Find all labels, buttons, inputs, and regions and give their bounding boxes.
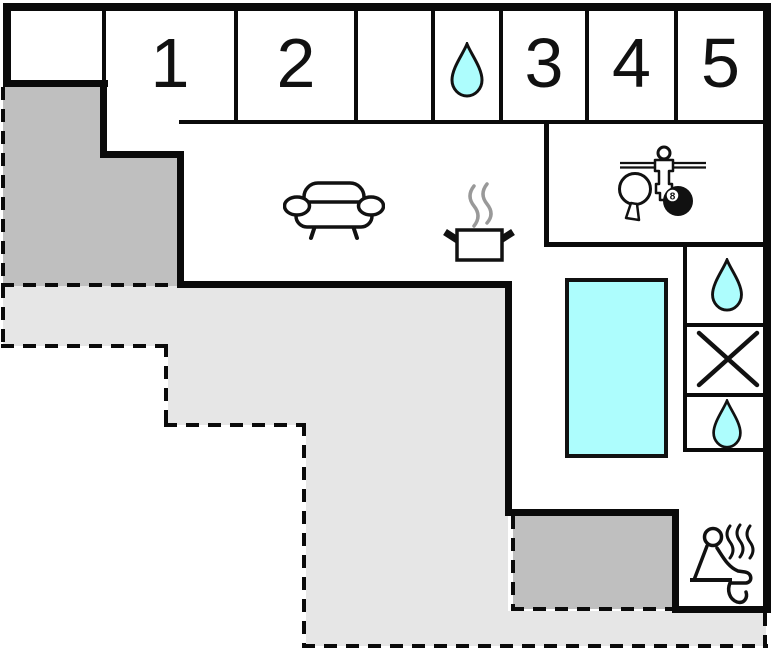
patio-bottom-strip xyxy=(508,611,766,646)
room-divider xyxy=(102,8,106,84)
outer-wall-right xyxy=(763,3,771,613)
table-tennis-paddle-icon xyxy=(618,172,652,222)
bath-column-left-wall xyxy=(683,243,687,452)
dashed-boundary xyxy=(1,344,168,348)
patio-step-1 xyxy=(3,286,168,346)
sauna-bottom-wall xyxy=(672,606,771,613)
terrace-lower-right xyxy=(513,516,675,609)
bedroom-2-label: 2 xyxy=(276,24,316,102)
living-room-bottom-wall xyxy=(177,281,512,288)
swimming-pool xyxy=(565,278,668,458)
room-divider xyxy=(354,8,358,122)
cooking-pot-icon xyxy=(443,182,515,262)
terrace2-top-wall xyxy=(505,509,679,516)
steam-icon xyxy=(481,182,493,225)
living-games-divider xyxy=(544,122,549,246)
games-room-bottom-wall xyxy=(544,242,767,247)
terrace-upper-left-lower xyxy=(104,153,184,286)
dashed-boundary xyxy=(511,516,515,611)
dashed-boundary xyxy=(511,607,677,611)
bath2-bottom-wall xyxy=(685,448,765,452)
terrace-top-wall xyxy=(3,80,108,87)
terrace-step-wall xyxy=(100,151,184,158)
bedroom-3-label: 3 xyxy=(524,24,564,102)
water-droplet-icon xyxy=(450,42,484,98)
pool-room-left-wall xyxy=(505,281,512,516)
steam-icon xyxy=(745,524,755,560)
games-icon: 8 xyxy=(618,145,706,222)
dashed-boundary xyxy=(302,423,306,648)
sofa-icon xyxy=(283,181,385,240)
dashed-boundary xyxy=(164,344,168,427)
water-droplet-icon xyxy=(712,399,742,449)
dashed-boundary xyxy=(302,644,768,648)
bedroom-4-label: 4 xyxy=(612,24,651,102)
room-divider xyxy=(431,8,435,122)
bath1-bottom-wall xyxy=(685,323,765,327)
water-droplet-icon xyxy=(711,258,743,312)
room-divider xyxy=(234,8,238,122)
dashed-boundary xyxy=(1,87,5,346)
steam-icon xyxy=(725,524,735,560)
patio-step-2 xyxy=(168,286,306,425)
room-divider xyxy=(674,8,678,122)
dashed-boundary xyxy=(763,613,767,648)
cross-icon xyxy=(696,330,760,388)
sauna-person-icon xyxy=(690,523,755,605)
terrace-side-wall xyxy=(100,80,107,158)
bedroom-5-label: 5 xyxy=(701,24,740,102)
top-row-bottom-wall xyxy=(179,120,767,124)
steam-icon xyxy=(735,523,745,559)
living-room-left-wall xyxy=(177,151,184,288)
patio-step-3 xyxy=(306,286,508,646)
storage-bottom-wall xyxy=(685,393,765,397)
dashed-boundary xyxy=(164,423,306,427)
sauna-left-wall xyxy=(672,509,679,613)
billiard-ball-number: 8 xyxy=(670,192,676,203)
steam-icon xyxy=(468,184,480,228)
room-divider xyxy=(499,8,503,122)
outer-wall-left-top xyxy=(3,3,11,87)
billiard-8-ball-icon: 8 xyxy=(663,186,693,216)
outer-wall-top xyxy=(3,3,771,11)
dashed-boundary xyxy=(1,283,181,287)
terrace-upper-left xyxy=(3,85,107,286)
room-divider xyxy=(585,8,589,122)
bedroom-1-label: 1 xyxy=(150,24,190,102)
